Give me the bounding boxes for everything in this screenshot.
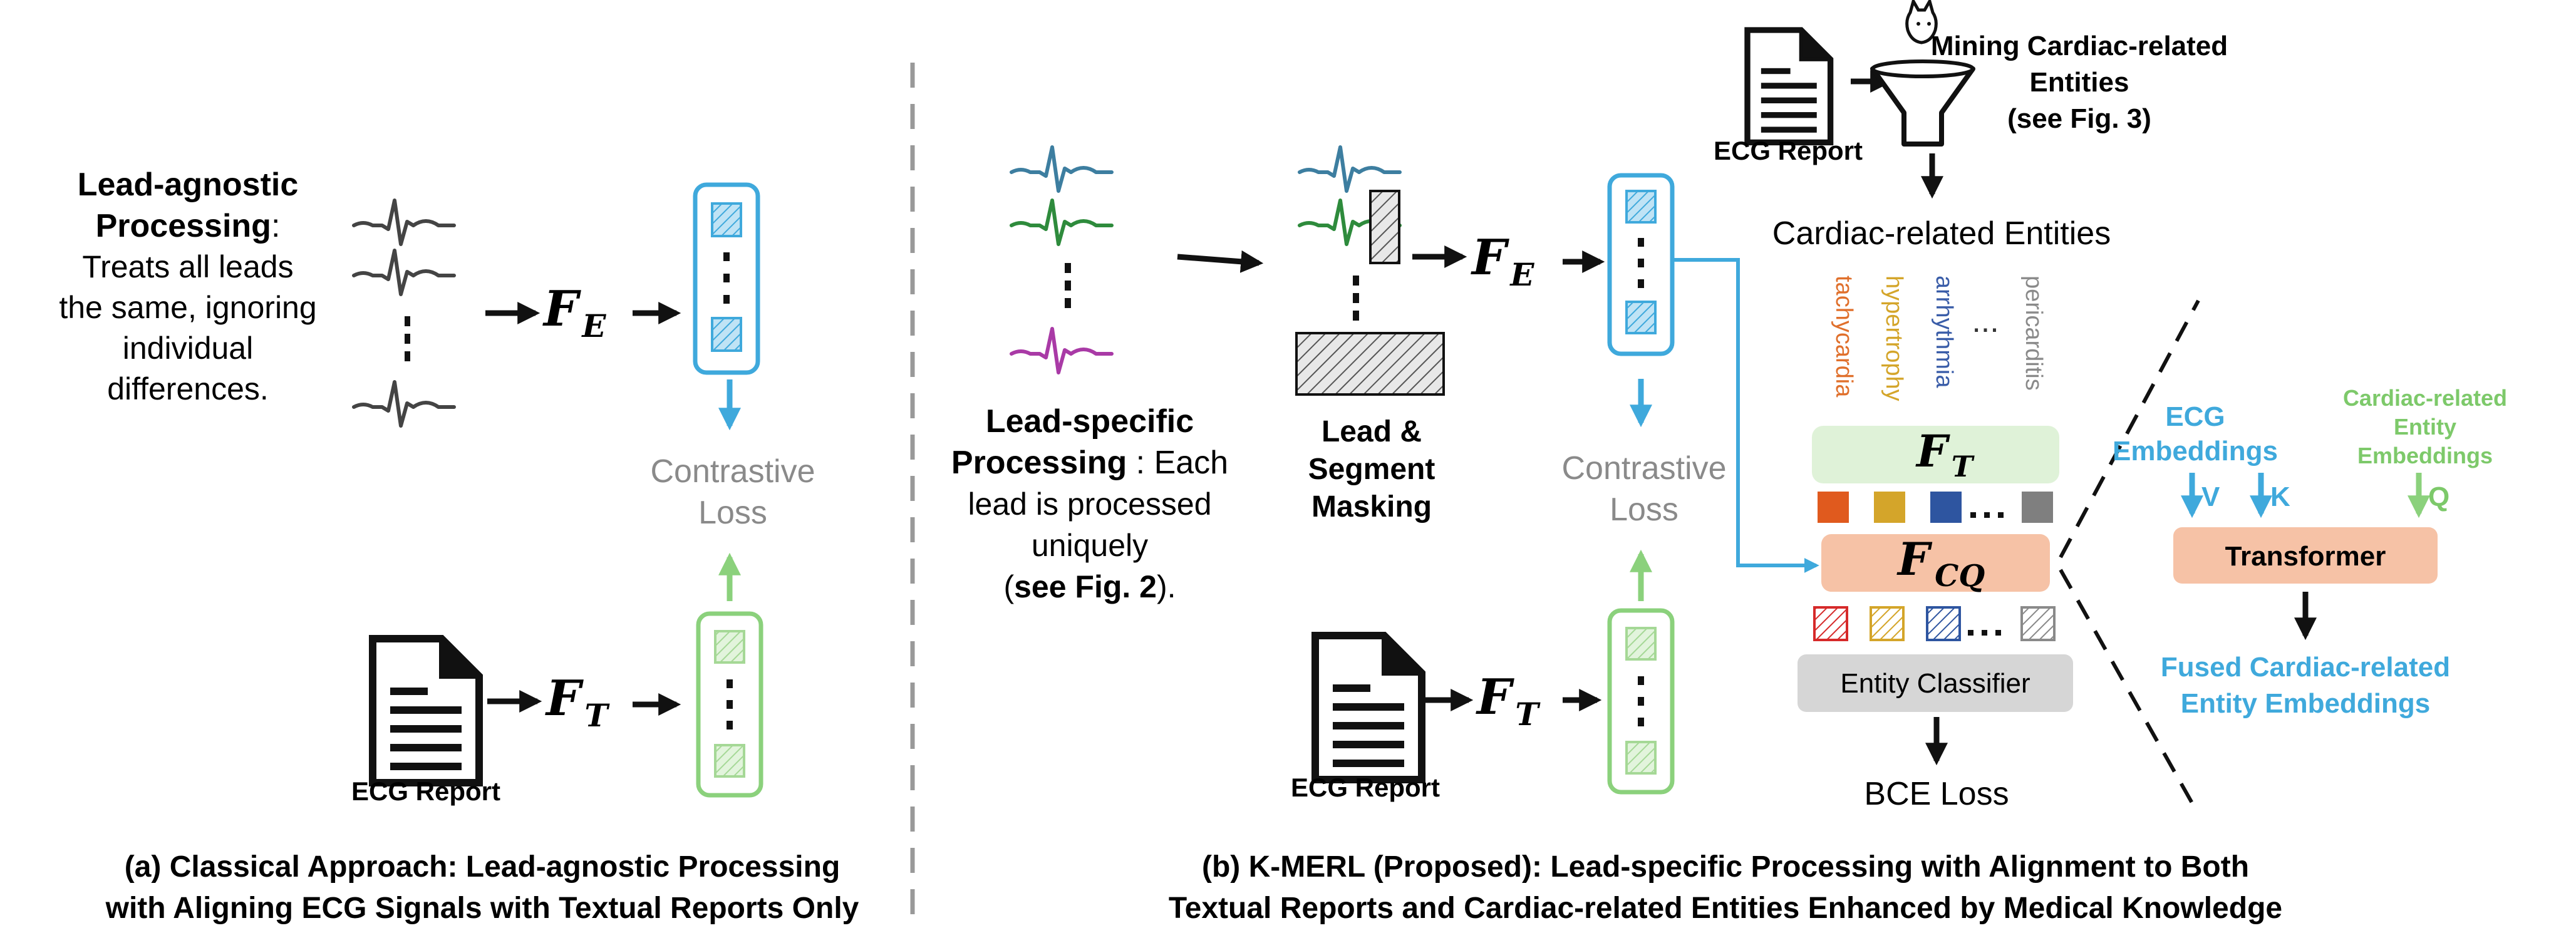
- ecg-wave: [1011, 200, 1112, 244]
- lead-specific-title-2: Processing : Each: [951, 445, 1228, 481]
- fused-entity-tokens: [1813, 606, 2056, 641]
- entity-token: [1818, 492, 1849, 523]
- segment-mask: [1369, 190, 1400, 264]
- ecg-report-label-b: ECG Report: [1291, 773, 1440, 802]
- lead-agnostic-title-2: Processing:: [96, 208, 281, 244]
- entity-embeddings-3: Embeddings: [2357, 443, 2493, 468]
- entity-label-tachycardia: tachycardia: [1831, 276, 1857, 398]
- entity-token: [2022, 492, 2053, 523]
- contrastive-loss-b-2: Loss: [1610, 492, 1679, 528]
- lead-agnostic-desc-1: Treats all leads: [82, 249, 293, 284]
- masked-ecg-leads: [1295, 147, 1445, 396]
- fcq-detail: ECG Embeddings Cardiac-related Entity Em…: [2059, 299, 2507, 815]
- ecg-wave: [354, 200, 454, 244]
- lead-agnostic-title-1: Lead-agnostic: [78, 167, 299, 203]
- zoom-line-bottom: [2059, 569, 2200, 815]
- see-fig-2: (see Fig. 2).: [1003, 569, 1176, 604]
- zoom-line-top: [2059, 299, 2200, 559]
- lead-specific-title-1: Lead-specific: [986, 403, 1194, 440]
- masking-2: Segment: [1308, 453, 1435, 486]
- lead-mask: [1295, 332, 1445, 396]
- entity-labels: tachycardia hypertrophy arrhythmia ... p…: [1831, 276, 2047, 401]
- ecg-embedding-stack-b: [1607, 173, 1675, 356]
- ecg-leads-a: [354, 200, 454, 426]
- mining-2: Entities: [2030, 67, 2129, 98]
- ecg-to-fcq-connector: [1673, 258, 1819, 573]
- fused-token: [1870, 606, 1905, 641]
- ecg-wave: [354, 382, 454, 426]
- fused-embeddings-1: Fused Cardiac-related: [2161, 652, 2450, 683]
- text-encoder-ft-box: [1812, 426, 2059, 483]
- lead-agnostic-desc-3: individual: [123, 331, 253, 366]
- entity-label-hypertrophy: hypertrophy: [1881, 276, 1907, 401]
- fused-token: [1813, 606, 1848, 641]
- ecg-embeddings-2: Embeddings: [2113, 436, 2278, 466]
- ecg-leads-b: [1011, 147, 1112, 373]
- fused-token: [1926, 606, 1961, 641]
- ecg-report-label-a: ECG Report: [351, 776, 500, 806]
- panel-b: Lead-specific Processing : Each lead is …: [951, 0, 2282, 925]
- ecg-embedding-stack-a: [693, 182, 760, 375]
- ecg-wave: [1300, 147, 1400, 191]
- entity-token: [1874, 492, 1905, 523]
- k-label: K: [2270, 482, 2290, 512]
- mining-1: Mining Cardiac-related: [1931, 31, 2228, 61]
- lead-agnostic-desc-2: the same, ignoring: [59, 290, 316, 325]
- entity-token: [1930, 492, 1962, 523]
- entity-embeddings-1: Cardiac-related: [2343, 385, 2507, 411]
- fused-token: [2020, 606, 2056, 641]
- fcq-box: [1821, 534, 2050, 592]
- contrastive-loss-b-1: Contrastive: [1562, 450, 1727, 487]
- caption-b-1: (b) K-MERL (Proposed): Lead-specific Pro…: [1202, 850, 2249, 884]
- bce-loss: BCE Loss: [1864, 776, 2009, 812]
- lead-specific-desc-2: uniquely: [1032, 528, 1148, 563]
- ecg-embeddings-1: ECG: [2165, 401, 2225, 432]
- ecg-wave: [1011, 329, 1112, 373]
- text-embedding-stack-a: [696, 611, 763, 798]
- document-icon: [373, 639, 479, 783]
- transformer-label: Transformer: [2225, 541, 2386, 572]
- entity-embeddings-2: Entity: [2394, 414, 2456, 440]
- entity-label-arrhythmia: arrhythmia: [1931, 276, 1957, 388]
- lead-specific-desc-1: lead is processed: [968, 487, 1211, 522]
- masking-1: Lead &: [1322, 415, 1422, 448]
- entity-label-ellipsis: ...: [1972, 303, 1999, 339]
- transformer-box: [2173, 527, 2438, 584]
- entity-tokens: [1818, 492, 2053, 523]
- document-icon: [1315, 636, 1422, 780]
- caption-a-2: with Aligning ECG Signals with Textual R…: [105, 892, 859, 925]
- entity-classifier-box: [1798, 654, 2073, 712]
- entity-classifier-label: Entity Classifier: [1840, 668, 2030, 699]
- contrastive-loss-a-1: Contrastive: [651, 453, 815, 490]
- arrow: [1177, 250, 1264, 273]
- entity-label-pericarditis: pericarditis: [2020, 276, 2047, 391]
- v-label: V: [2201, 482, 2220, 512]
- caption-b-2: Textual Reports and Cardiac-related Enti…: [1169, 892, 2282, 925]
- document-icon: [1747, 30, 1831, 142]
- ecg-report-label-top: ECG Report: [1714, 136, 1863, 165]
- fused-embeddings-2: Entity Embeddings: [2181, 688, 2430, 719]
- q-label: Q: [2428, 482, 2449, 512]
- masking-3: Masking: [1311, 490, 1432, 523]
- caption-a-1: (a) Classical Approach: Lead-agnostic Pr…: [125, 850, 841, 884]
- panel-a: Lead-agnostic Processing: Treats all lea…: [59, 167, 859, 925]
- ecg-wave: [354, 250, 454, 294]
- mining-3: (see Fig. 3): [2007, 103, 2151, 134]
- entities-title: Cardiac-related Entities: [1772, 215, 2111, 252]
- ecg-wave: [1011, 147, 1112, 191]
- llm-filter-icon: [1870, 0, 1975, 147]
- lead-agnostic-desc-4: differences.: [107, 371, 269, 406]
- contrastive-loss-a-2: Loss: [698, 495, 767, 531]
- text-embedding-stack-b: [1607, 608, 1675, 795]
